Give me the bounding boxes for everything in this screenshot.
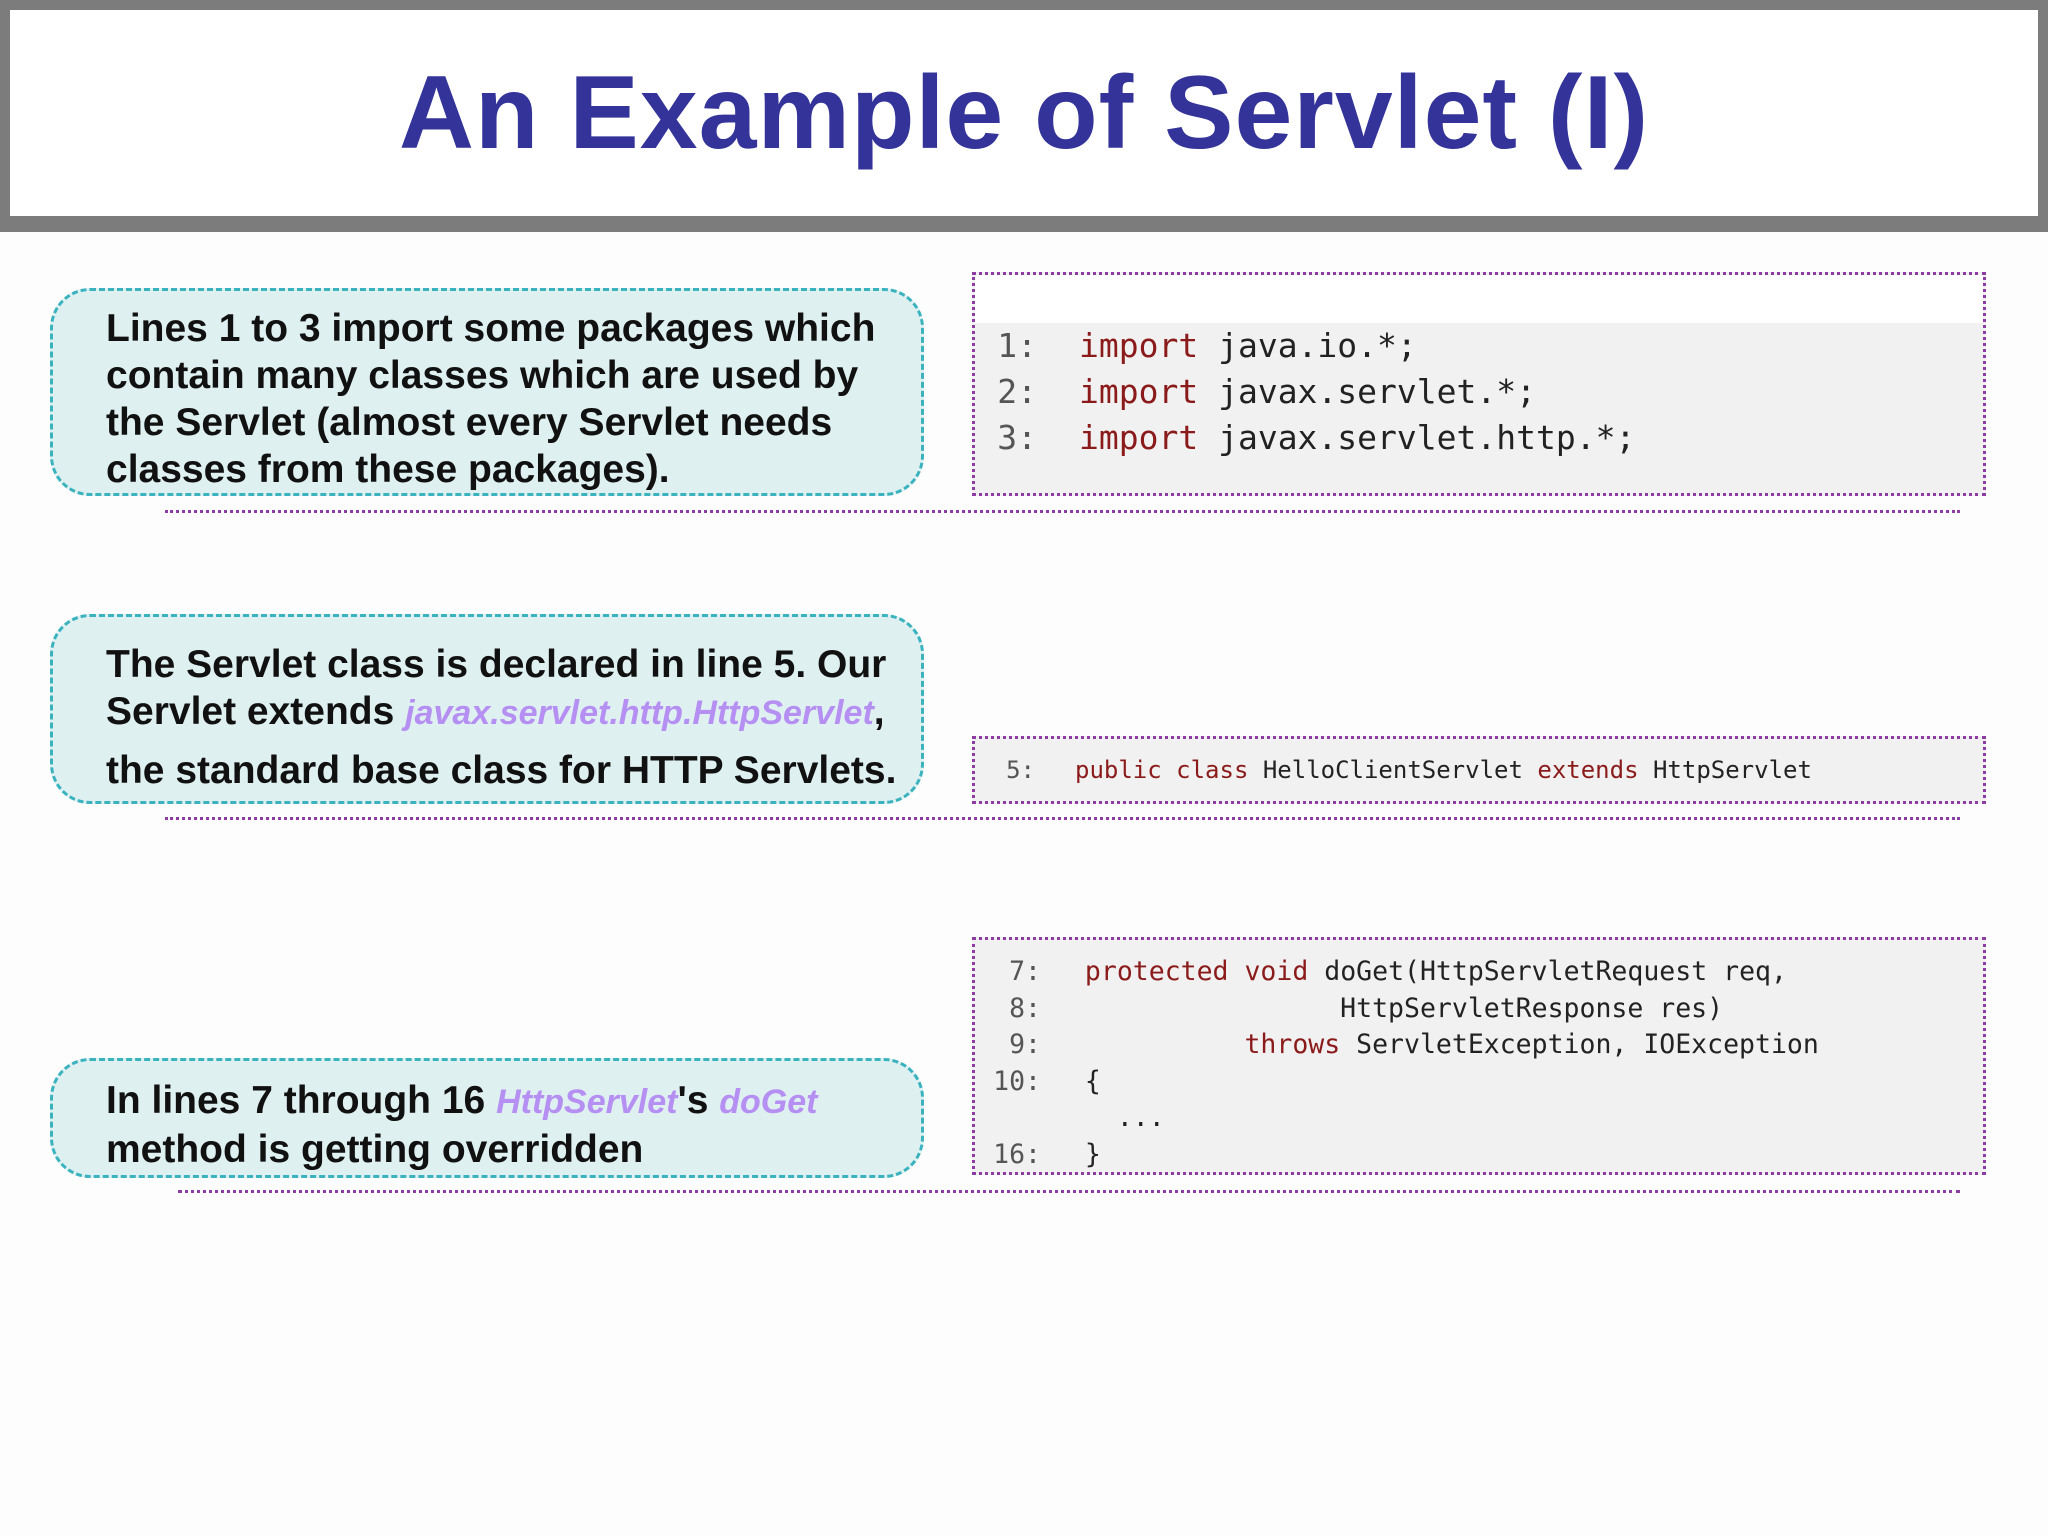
title-bar: An Example of Servlet (I) xyxy=(0,0,2048,232)
code-line: 7: protected void doGet(HttpServletReque… xyxy=(975,954,1983,991)
callout-imports-text: Lines 1 to 3 import some packages which … xyxy=(106,307,876,491)
code-block-imports: 1: import java.io.*; 2: import javax.servle… xyxy=(972,272,1986,496)
callout-class-declaration: The Servlet class is declared in line 5.… xyxy=(50,614,924,804)
code-text: java.io.*; xyxy=(1198,326,1417,365)
line-number: 5: xyxy=(1006,756,1035,784)
callout-doget-text-part2: 's xyxy=(677,1079,720,1122)
callout-doget-line1: In lines 7 through 16 HttpServlet's doGe… xyxy=(106,1077,911,1126)
callout-class-text: The Servlet class is declared in line 5.… xyxy=(106,641,911,737)
code-line: 1: import java.io.*; xyxy=(975,323,1983,369)
code-line: 2: import javax.servlet.*; xyxy=(975,369,1983,415)
code-indent xyxy=(1053,1029,1244,1060)
code-keyword: import xyxy=(1079,418,1199,457)
code-text: ServletException, IOException xyxy=(1340,1029,1819,1060)
callout-class-text-part2: , xyxy=(873,690,885,733)
code-line: 10: { xyxy=(975,1064,1983,1101)
callout-imports: Lines 1 to 3 import some packages which … xyxy=(50,288,924,496)
code-keyword: import xyxy=(1079,372,1199,411)
code-text: } xyxy=(1053,1138,1101,1170)
code-keyword: protected void xyxy=(1084,956,1309,987)
callout-class-text-line3: the standard base class for HTTP Servlet… xyxy=(106,749,897,792)
code-line: 9: throws ServletException, IOException xyxy=(975,1027,1983,1064)
code-keyword: throws xyxy=(1244,1029,1341,1060)
code-text: { xyxy=(1053,1065,1101,1097)
line-number: 2: xyxy=(997,372,1037,411)
code-text: ... xyxy=(1053,1102,1165,1133)
code-line: ... xyxy=(975,1100,1983,1137)
code-text: HttpServletResponse res) xyxy=(1053,992,1724,1024)
code-line: 8: HttpServletResponse res) xyxy=(975,991,1983,1028)
callout-doget-text-part1: In lines 7 through 16 xyxy=(106,1079,497,1122)
code-text: javax.servlet.*; xyxy=(1198,372,1536,411)
divider-line xyxy=(165,817,1960,820)
code-lines: 7: protected void doGet(HttpServletReque… xyxy=(975,940,1983,1173)
code-keyword: public class xyxy=(1075,756,1249,784)
doget-reference: doGet xyxy=(719,1083,818,1121)
code-block-header xyxy=(975,275,1983,323)
line-number: 7: xyxy=(1009,956,1041,987)
code-block-class: 5: public class HelloClientServlet extend… xyxy=(972,736,1986,804)
code-text: doGet(HttpServletRequest req, xyxy=(1308,956,1787,987)
line-number: 3: xyxy=(997,418,1037,457)
code-indent xyxy=(1053,956,1085,987)
line-number: 16: xyxy=(993,1138,1041,1170)
code-keyword: import xyxy=(1079,326,1199,365)
code-line: 16: } xyxy=(975,1137,1983,1174)
code-text: javax.servlet.http.*; xyxy=(1198,418,1636,457)
code-line: 3: import javax.servlet.http.*; xyxy=(975,415,1983,461)
httpservlet-class-reference: javax.servlet.http.HttpServlet xyxy=(405,694,874,732)
slide-title: An Example of Servlet (I) xyxy=(398,54,1650,171)
code-lines: 1: import java.io.*; 2: import javax.servle… xyxy=(975,323,1983,461)
line-number: 10: xyxy=(993,1065,1041,1097)
divider-line xyxy=(165,510,1960,513)
code-line-5: 5: public class HelloClientServlet extend… xyxy=(975,739,1983,801)
line-number: 8: xyxy=(1009,992,1041,1024)
code-keyword: extends xyxy=(1537,756,1639,784)
code-block-doget: 7: protected void doGet(HttpServletReque… xyxy=(972,937,1986,1175)
divider-line xyxy=(178,1190,1960,1193)
callout-doget: In lines 7 through 16 HttpServlet's doGe… xyxy=(50,1058,924,1178)
httpservlet-reference: HttpServlet xyxy=(496,1083,678,1121)
callout-doget-line2: method is getting overridden xyxy=(106,1128,644,1171)
code-base-class: HttpServlet xyxy=(1638,756,1812,784)
callout-class-text-part1: The Servlet class is declared in line 5.… xyxy=(106,643,887,733)
line-number: 9: xyxy=(1009,1029,1041,1060)
code-class-name: HelloClientServlet xyxy=(1248,756,1538,784)
line-number: 1: xyxy=(997,326,1037,365)
